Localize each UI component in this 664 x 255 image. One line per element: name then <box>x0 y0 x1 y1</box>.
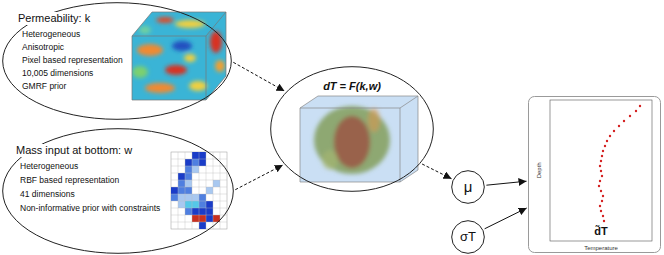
node-line: Non-informative prior with constraints <box>20 204 160 214</box>
node-heading: Permeability: k <box>16 12 92 25</box>
input-ellipse: Permeability: k HeterogeneousAnisotropicP… <box>2 2 232 120</box>
parameter-circle: μ <box>451 170 485 204</box>
mass-input-grid <box>171 152 227 229</box>
arrow-connector <box>233 62 284 91</box>
node-line: GMRF prior <box>22 82 66 92</box>
node-line: 10,005 dimensions <box>22 69 93 79</box>
plot-border <box>529 97 661 253</box>
arrow-connector <box>235 165 282 190</box>
node-line: Heterogeneous <box>22 30 80 40</box>
ellipse-border <box>271 67 434 192</box>
ellipse-border <box>3 129 234 254</box>
model-ellipse: dT = F(k,w) <box>270 66 434 192</box>
node-heading: μ <box>464 178 473 195</box>
arrow-connector <box>486 181 526 185</box>
node-heading: d̃T <box>592 225 609 238</box>
parameter-circle: σT <box>451 220 485 254</box>
input-ellipse: Mass input at bottom: w HeterogeneousRBF … <box>2 128 234 254</box>
arrow-connector <box>485 208 527 229</box>
temperature-field <box>298 94 420 184</box>
node-heading: σT <box>460 230 476 245</box>
permeability-field <box>130 10 230 102</box>
node-line: Heterogeneous <box>20 162 78 172</box>
data-plot: d̃T <box>528 96 661 253</box>
ellipse-border <box>3 3 232 120</box>
axis-label: Depth <box>536 162 543 178</box>
ellipse-border <box>452 221 485 254</box>
node-line: 41 dimensions <box>20 190 75 200</box>
temperature-plot <box>550 100 652 241</box>
ellipse-border <box>452 171 485 204</box>
node-line: Anisotropic <box>22 43 64 53</box>
arrow-connector <box>422 164 451 179</box>
axis-label: Temperature <box>584 245 618 252</box>
node-heading: Mass input at bottom: w <box>14 144 134 157</box>
node-line: RBF based representation <box>20 176 119 186</box>
node-heading: dT = F(k,w) <box>323 80 381 93</box>
node-line: Pixel based representation <box>22 56 123 66</box>
